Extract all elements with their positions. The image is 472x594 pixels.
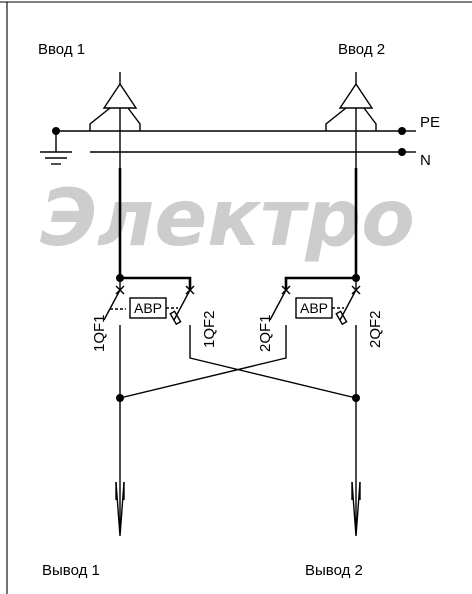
avr-right-label: АВР: [300, 300, 328, 316]
cross-2qf1-to-output1: [119, 348, 287, 399]
output-2-label: Вывод 2: [305, 562, 363, 579]
n-bus-label: N: [420, 152, 431, 169]
ground-icon: [40, 131, 72, 165]
breaker-1qf2-label: 1QF2: [201, 310, 218, 348]
avr-left-label: АВР: [134, 300, 162, 316]
breaker-1qf1-symbol: [103, 285, 126, 348]
breaker-2qf2-symbol: [335, 285, 361, 348]
output-2-arrow-icon: [351, 481, 361, 537]
left-tie: [120, 276, 192, 290]
output-1-arrow-icon: [115, 481, 125, 537]
input-1-label: Ввод 1: [38, 41, 85, 58]
breaker-1qf1-label: 1QF1: [91, 314, 108, 352]
output-1-label: Вывод 1: [42, 562, 100, 579]
pe-bus-label: PE: [420, 114, 440, 131]
breaker-2qf2-label: 2QF2: [367, 310, 384, 348]
cross-1qf2-to-output2: [189, 348, 357, 399]
watermark: Электро: [40, 174, 415, 264]
right-tie: [284, 276, 356, 290]
breaker-2qf1-label: 2QF1: [257, 314, 274, 352]
input-2-cable-end: [325, 72, 377, 132]
breaker-1qf2-symbol: [169, 285, 195, 348]
breaker-2qf1-symbol: [269, 285, 291, 348]
input-2-label: Ввод 2: [338, 41, 385, 58]
input-1-cable-end: [89, 72, 141, 132]
